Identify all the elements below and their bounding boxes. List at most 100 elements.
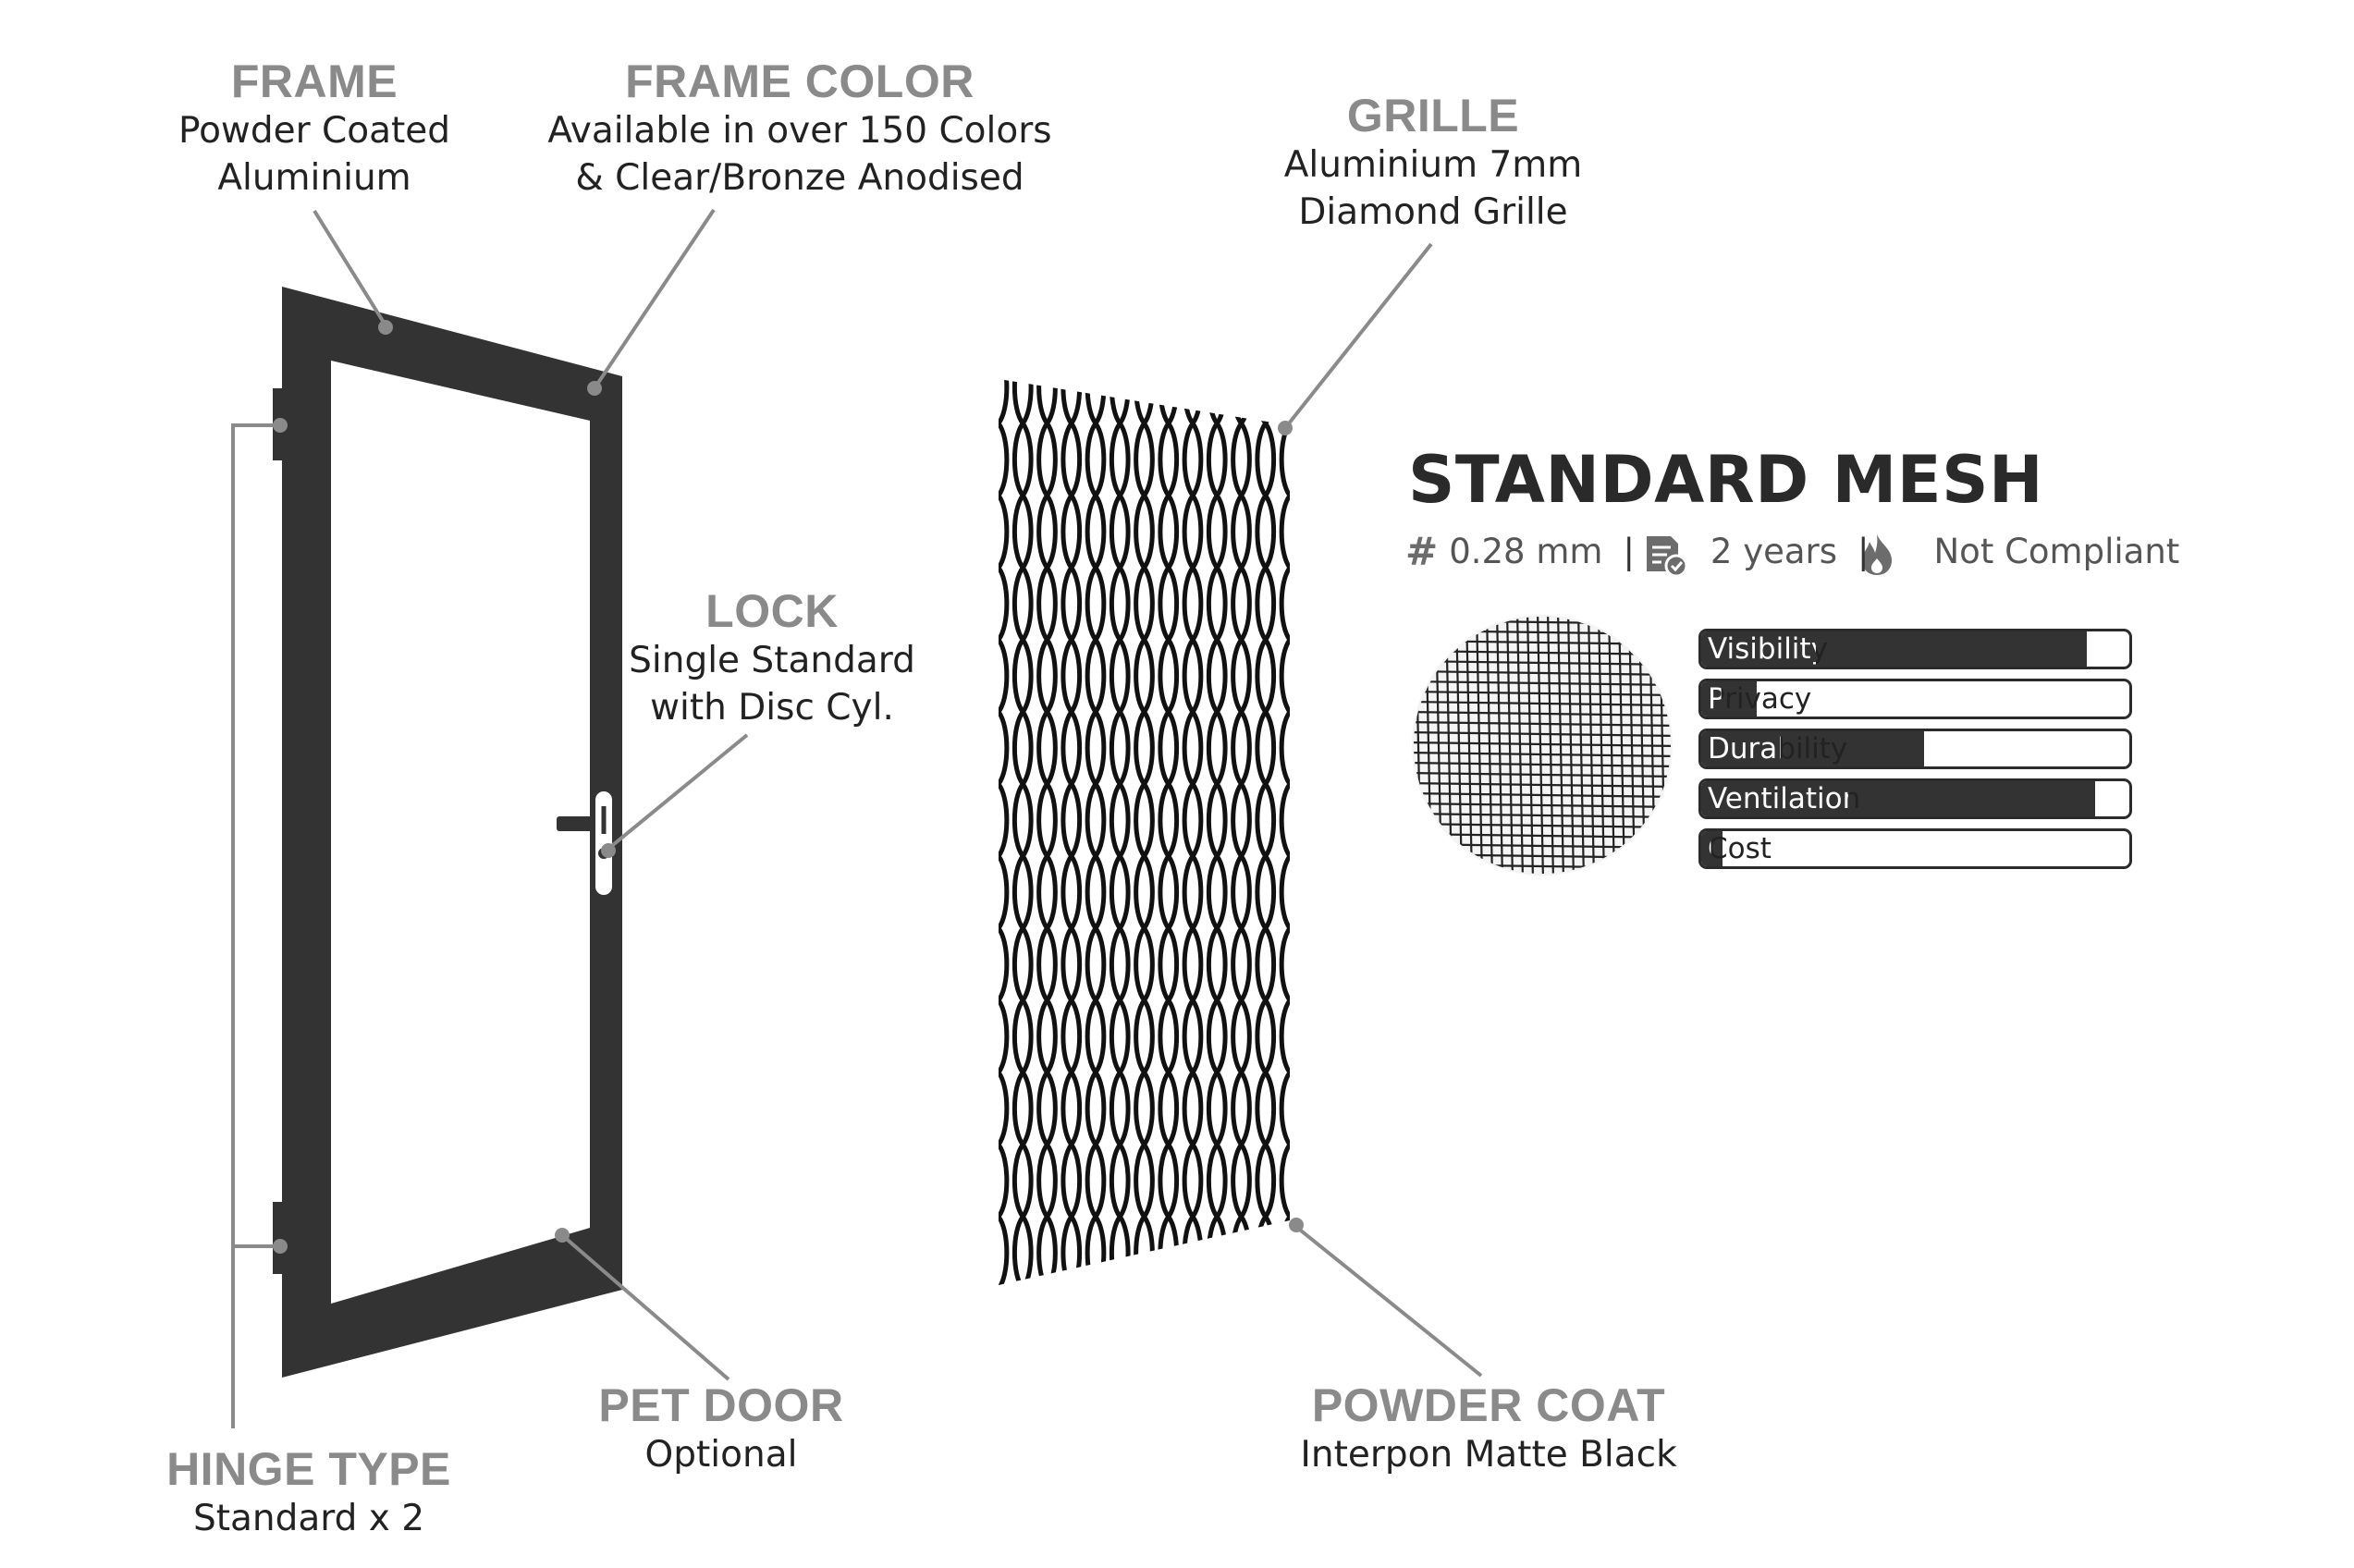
- rating-fill: [1701, 831, 1723, 866]
- callout-grille: GRILLE Aluminium 7mm Diamond Grille: [1248, 90, 1618, 236]
- rating-fill: [1701, 631, 2087, 667]
- spec-thickness: 0.28 mm: [1449, 531, 1603, 571]
- callout-pet-door: PET DOOR Optional: [536, 1379, 906, 1478]
- callout-lock: LOCK Single Standard with Disc Cyl.: [587, 585, 957, 731]
- mesh-spec-row: # 0.28 mm | 2 years | Not Compliant: [1405, 525, 2179, 577]
- hinge-type-line-1: Standard x 2: [192, 1498, 425, 1539]
- spec-warranty: 2 years: [1710, 531, 1838, 571]
- powder-coat-line-1: Interpon Matte Black: [1300, 1434, 1677, 1476]
- leader-lock: [607, 733, 749, 851]
- lock-line-2: with Disc Cyl.: [650, 687, 894, 729]
- rating-ventilation: Ventilation Ventilation: [1698, 778, 2132, 819]
- frame-line-1: Powder Coated: [178, 110, 451, 152]
- mesh-strand: [1414, 730, 1671, 738]
- grille-strand: [1238, 379, 1252, 1285]
- grille-strand: [1189, 379, 1204, 1285]
- lock-line-1: Single Standard: [629, 640, 915, 681]
- mesh-strand: [1414, 680, 1671, 687]
- callout-powder-coat: POWDER COAT Interpon Matte Black: [1276, 1379, 1701, 1478]
- mesh-title: STANDARD MESH: [1408, 442, 2044, 518]
- mesh-strand: [1414, 720, 1671, 728]
- powder-coat-title: POWDER COAT: [1311, 1379, 1666, 1431]
- leader-pet-door: [560, 1233, 730, 1381]
- grille-strand: [1117, 379, 1131, 1285]
- mesh-strand: [1414, 812, 1671, 819]
- frame-color-line-1: Available in over 150 Colors: [547, 110, 1052, 152]
- rating-label: Cost: [1708, 832, 1772, 865]
- frame-title: FRAME: [230, 55, 398, 107]
- grille-strand: [1214, 379, 1228, 1285]
- frame-color-line-2: & Clear/Bronze Anodised: [575, 157, 1024, 199]
- hinge-bottom: [273, 1202, 284, 1274]
- grille-strand: [1262, 379, 1277, 1285]
- rating-visibility: Visibility Visibility: [1698, 629, 2132, 669]
- rating-label-overlay: Privacy: [1708, 682, 1812, 716]
- flame-icon: [1862, 534, 1892, 575]
- certificate-icon: [1647, 536, 1688, 578]
- grille-line-1: Aluminium 7mm: [1283, 144, 1583, 186]
- mesh-strand: [1414, 781, 1671, 789]
- leader-grille: [1283, 242, 1433, 430]
- grille-strand: [1279, 379, 1290, 1285]
- mesh-strand: [1414, 751, 1671, 758]
- grille-strand: [1141, 379, 1155, 1285]
- diamond-grille: [999, 379, 1290, 1285]
- rating-fill: [1701, 731, 1924, 766]
- rating-label-overlay: Cost: [1708, 832, 1772, 865]
- leader-powder-coat: [1294, 1225, 1483, 1378]
- mesh-strand: [1414, 669, 1671, 677]
- callout-hinge-type: HINGE TYPE Standard x 2: [124, 1443, 494, 1542]
- rating-label-overlay: Durability: [1708, 732, 1848, 766]
- rating-label-overlay: Ventilation: [1708, 782, 1861, 815]
- rating-label: Ventilation: [1708, 782, 1861, 815]
- lock-handle: [557, 786, 621, 900]
- leader-hinge: [231, 423, 280, 1428]
- hinge-type-title: HINGE TYPE: [166, 1443, 451, 1495]
- frame-color-title: FRAME COLOR: [625, 55, 975, 107]
- mesh-strand: [1414, 710, 1671, 717]
- rating-label-overlay: Visibility: [1708, 632, 1828, 666]
- leader-frame: [313, 209, 387, 327]
- mesh-strand: [1405, 610, 1679, 614]
- rating-privacy: Privacy Privacy: [1698, 679, 2132, 719]
- grille-strand: [1286, 379, 1290, 1285]
- door-frame: [273, 287, 622, 1378]
- spec-separator-2: |: [1857, 531, 1870, 571]
- mesh-strand: [1405, 610, 1411, 880]
- grille-strand: [999, 379, 1002, 1285]
- mesh-strand: [1414, 659, 1671, 667]
- callout-frame-color: FRAME COLOR Available in over 150 Colors…: [518, 55, 1082, 202]
- rating-label: Visibility: [1708, 632, 1828, 666]
- rating-durability: Durability Durability: [1698, 729, 2132, 769]
- spec-compliance: Not Compliant: [1933, 531, 2180, 571]
- rating-label: Durability: [1708, 732, 1848, 766]
- grille-strand: [1044, 379, 1058, 1285]
- leader-lines: [231, 208, 1483, 1428]
- rating-cost: Cost Cost: [1698, 828, 2132, 869]
- grille-strand: [999, 379, 1010, 1285]
- hash-icon: #: [1405, 528, 1439, 574]
- mesh-strand: [1414, 761, 1671, 768]
- mesh-strand: [1414, 802, 1671, 809]
- grille-strand: [1092, 379, 1107, 1285]
- spec-separator-1: |: [1623, 531, 1635, 571]
- grille-strand: [1068, 379, 1083, 1285]
- pet-door-line-1: Optional: [644, 1434, 798, 1476]
- callout-frame: FRAME Powder Coated Aluminium: [129, 55, 499, 202]
- rating-fill: [1701, 781, 2095, 816]
- frame-line-2: Aluminium: [217, 157, 411, 199]
- lock-title: LOCK: [705, 585, 839, 637]
- mesh-strand: [1414, 771, 1671, 778]
- mesh-strand: [1414, 690, 1671, 697]
- mesh-swatch: [1405, 610, 1679, 880]
- rating-label: Privacy: [1708, 682, 1812, 716]
- pet-door-title: PET DOOR: [598, 1379, 844, 1431]
- grille-title: GRILLE: [1346, 90, 1520, 141]
- mesh-strand: [1414, 822, 1671, 829]
- mesh-strand: [1414, 741, 1671, 748]
- leader-frame-color: [593, 208, 716, 390]
- rating-fill: [1701, 681, 1758, 717]
- leader-dots: [273, 320, 1304, 1254]
- grille-strand: [1020, 379, 1034, 1285]
